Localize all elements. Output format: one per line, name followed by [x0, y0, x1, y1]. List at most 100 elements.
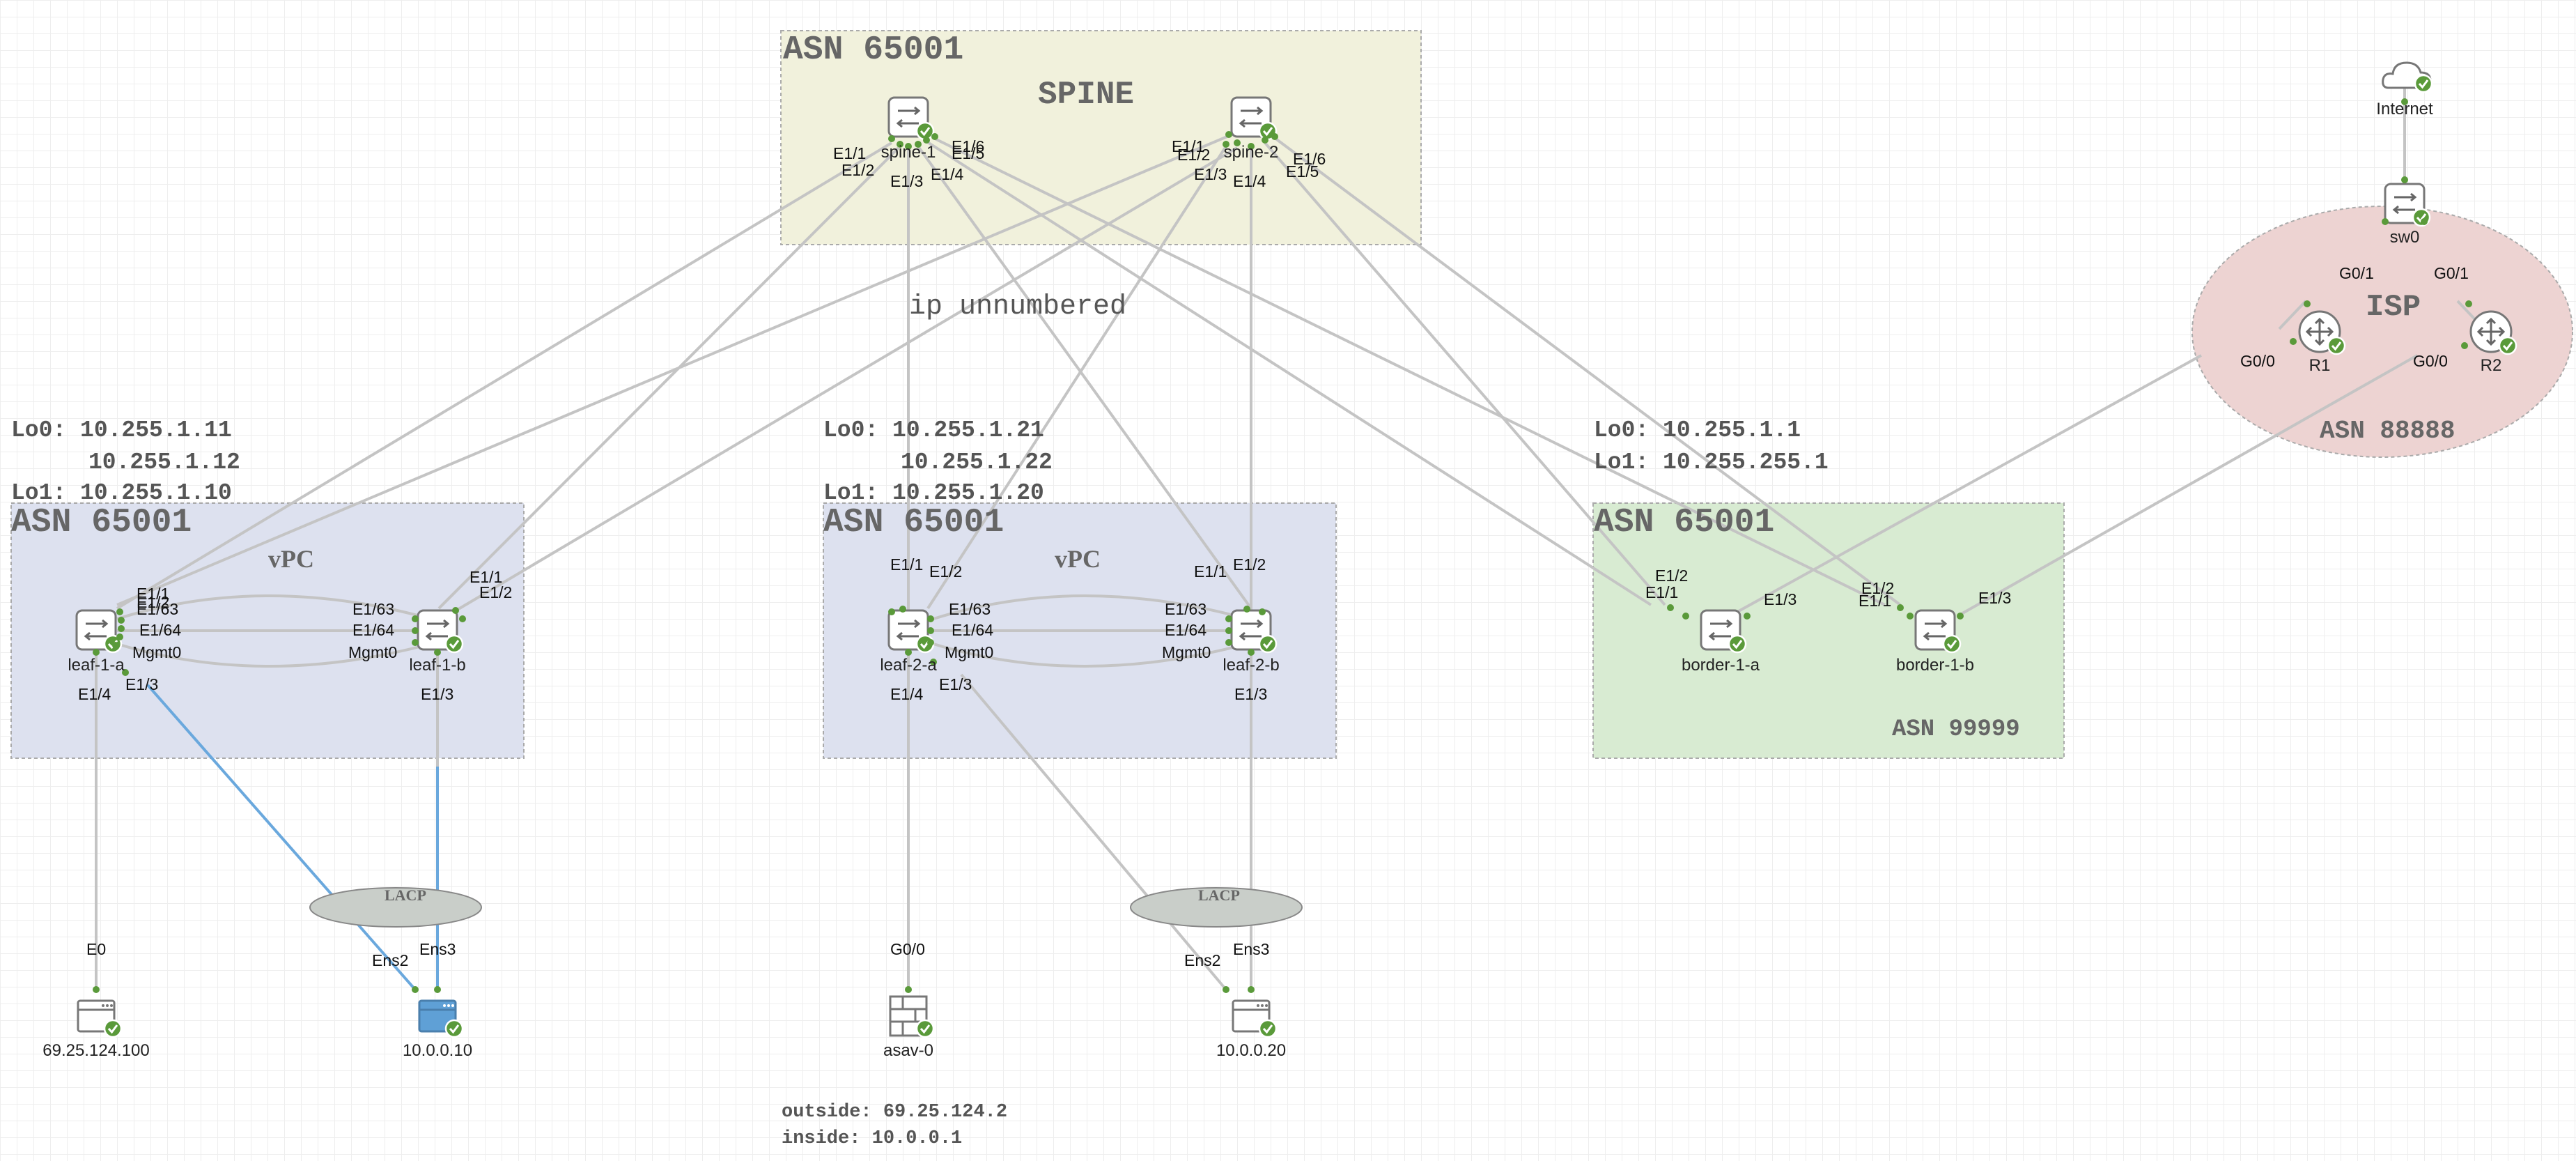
border-zone	[1592, 502, 2065, 759]
port-label: E1/4	[1233, 172, 1266, 190]
border-lo0-label: Lo0: 10.255.1.1	[1594, 417, 1801, 443]
port-label: E1/3	[939, 675, 972, 693]
port-label: E1/3	[1234, 685, 1267, 703]
pod2-lo0-label: Lo0: 10.255.1.21	[823, 417, 1044, 443]
lacp-bundle-1	[309, 887, 482, 928]
port-label: Mgmt0	[348, 643, 397, 661]
border-asn-bottom-label: ASN 99999	[1892, 716, 2020, 743]
border-1-b-node[interactable]	[1914, 609, 1962, 654]
port-label: E1/4	[931, 165, 964, 183]
port-label: E1/2	[929, 562, 962, 580]
port-label: E1/2	[1177, 146, 1210, 164]
port-label: E1/3	[421, 685, 453, 703]
internet-label: Internet	[2376, 100, 2433, 118]
port-label: E1/3	[1978, 589, 2011, 607]
spine-title: SPINE	[1038, 77, 1134, 113]
leaf-2-a-node[interactable]	[887, 609, 935, 654]
port-label: E1/3	[890, 172, 923, 190]
pod1-asn-label: ASN 65001	[11, 504, 192, 541]
port-label: G0/0	[890, 940, 925, 958]
leaf-2-b-label: leaf-2-b	[1223, 656, 1279, 675]
port-label: E1/1	[1172, 137, 1204, 155]
port-label: E1/2	[137, 593, 169, 611]
leaf-1-a-label: leaf-1-a	[68, 656, 125, 675]
pod2-lo0b-label: 10.255.1.22	[901, 449, 1053, 475]
port-label: Ens2	[1184, 951, 1220, 969]
port-label: Mgmt0	[1162, 643, 1211, 661]
pod2-vpc-label: vPC	[1055, 545, 1101, 573]
host-ext-node[interactable]	[77, 999, 123, 1038]
port-label: Ens3	[1233, 940, 1269, 958]
port-label: E1/5	[1286, 162, 1319, 180]
port-label: Ens2	[372, 951, 408, 969]
asa-outside-label: outside: 69.25.124.2	[782, 1102, 1007, 1123]
pod1-lo0b-label: 10.255.1.12	[88, 449, 240, 475]
spine-zone	[780, 30, 1422, 245]
port-label: E1/1	[137, 585, 169, 603]
spine-asn-label: ASN 65001	[783, 31, 963, 69]
leaf-2-b-node[interactable]	[1230, 609, 1278, 654]
port-label: G0/1	[2339, 264, 2374, 282]
fabric-links	[95, 77, 2485, 991]
isp-title: ISP	[2366, 290, 2421, 325]
lacp-link-leaf1a-host1	[146, 684, 417, 991]
port-label: E0	[86, 940, 106, 958]
port-label: E1/1	[470, 568, 502, 586]
leaf-1-b-node[interactable]	[417, 609, 464, 654]
internet-node[interactable]	[2382, 61, 2433, 93]
port-label: E1/64	[1165, 621, 1206, 639]
port-label: G0/1	[2434, 264, 2469, 282]
port-label: E1/6	[952, 137, 984, 155]
lacp-bundle-2	[1130, 887, 1303, 928]
port-label: E1/63	[1165, 600, 1206, 618]
host-10-0-0-10-node[interactable]	[418, 999, 464, 1038]
port-label: E1/2	[479, 583, 512, 601]
host1-label: 10.0.0.10	[403, 1041, 472, 1060]
port-label: E1/63	[137, 600, 178, 618]
port-label: Mgmt0	[945, 643, 993, 661]
isp-zone	[2191, 206, 2573, 458]
spine-2-label: spine-2	[1224, 143, 1279, 162]
port-label: E1/1	[833, 144, 866, 162]
port-label: Mgmt0	[132, 643, 181, 661]
port-label: E1/64	[952, 621, 993, 639]
port-label: E1/1	[1859, 592, 1891, 610]
port-label: E1/2	[841, 161, 874, 179]
spine-1-label: spine-1	[881, 143, 936, 162]
border-asn-top-label: ASN 65001	[1594, 504, 1774, 541]
pod2-lo1-label: Lo1: 10.255.1.20	[823, 480, 1044, 506]
border-1-b-label: border-1-b	[1896, 656, 1974, 675]
port-label: E1/1	[1645, 583, 1678, 601]
port-label: E1/63	[949, 600, 991, 618]
port-label: G0/0	[2240, 352, 2275, 370]
pod1-lo1-label: Lo1: 10.255.1.10	[11, 480, 232, 506]
pod1-lo0-label: Lo0: 10.255.1.11	[11, 417, 232, 443]
border-lo1-label: Lo1: 10.255.255.1	[1594, 449, 1829, 475]
port-label: E1/4	[78, 685, 111, 703]
port-label: E1/64	[139, 621, 181, 639]
port-label: E1/64	[352, 621, 394, 639]
port-label: E1/4	[890, 685, 924, 703]
host-10-0-0-20-node[interactable]	[1232, 999, 1278, 1038]
spine-2-node[interactable]	[1230, 96, 1278, 141]
lacp1-label: LACP	[385, 886, 426, 904]
port-label: E1/5	[952, 144, 984, 162]
r2-label: R2	[2481, 356, 2502, 375]
leaf-2-a-label: leaf-2-a	[880, 656, 937, 675]
port-label: G0/0	[2413, 352, 2448, 370]
vpc-peer-links	[116, 594, 1248, 668]
border-1-a-node[interactable]	[1700, 609, 1747, 654]
port-label: E1/2	[1655, 567, 1688, 585]
spine-1-node[interactable]	[887, 96, 935, 141]
port-label: E1/6	[1293, 150, 1326, 168]
sw0-label: sw0	[2390, 228, 2420, 247]
ip-unnumbered-label: ip unnumbered	[909, 291, 1126, 323]
lacp2-label: LACP	[1198, 886, 1240, 904]
port-label: E1/63	[352, 600, 394, 618]
asav-0-node[interactable]	[889, 995, 935, 1038]
isp-asn-label: ASN 88888	[2320, 417, 2455, 445]
border-1-a-label: border-1-a	[1682, 656, 1760, 675]
port-label: E1/3	[125, 675, 158, 693]
port-label: E1/1	[1194, 562, 1227, 580]
